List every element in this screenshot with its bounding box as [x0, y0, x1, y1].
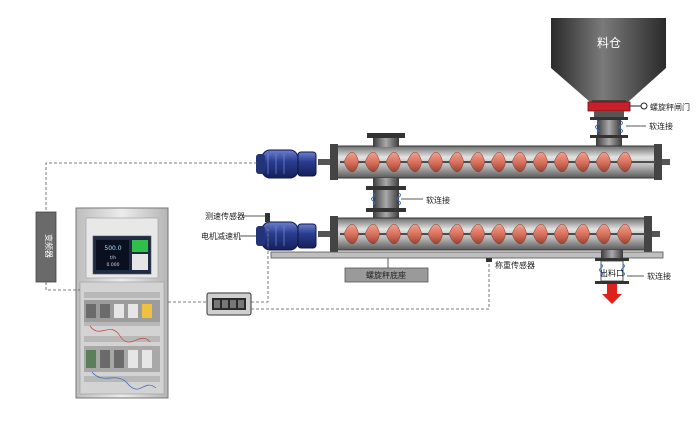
soft-connection-upper-label: 软连接	[649, 121, 673, 131]
panel-main-value: 500.0	[104, 245, 121, 252]
screw-flight	[343, 152, 359, 172]
hopper-label: 料仓	[597, 36, 621, 50]
soft-connection-middle	[366, 178, 406, 220]
discharge-arrow-icon	[602, 284, 622, 304]
screw-flight	[469, 224, 485, 244]
gate-valve-icon	[630, 102, 648, 110]
screw-flight	[511, 152, 527, 172]
screw-flight	[406, 224, 422, 244]
lower-screw-conveyor	[318, 216, 660, 252]
upper-screw-conveyor	[318, 144, 670, 180]
screw-flight	[385, 152, 401, 172]
gate-label: 螺旋秤闸门	[650, 102, 690, 112]
soft-connection-upper	[590, 117, 628, 146]
screw-flight	[616, 224, 632, 244]
hopper: 料仓	[551, 18, 666, 104]
screw-flight	[385, 224, 401, 244]
screw-flight	[427, 152, 443, 172]
screw-flight	[553, 224, 569, 244]
upper-motor	[256, 149, 317, 179]
screw-flight	[511, 224, 527, 244]
screw-flight	[574, 224, 590, 244]
soft-connection-middle-label: 软连接	[426, 195, 450, 205]
screw-flight	[448, 224, 464, 244]
junction-box	[206, 292, 252, 316]
panel-line2: 0.000	[107, 262, 120, 268]
motor-reducer	[256, 221, 317, 251]
screw-flight	[490, 224, 506, 244]
screw-flight	[595, 224, 611, 244]
screw-flight	[469, 152, 485, 172]
load-cell-label: 称重传感器	[495, 260, 535, 270]
control-cabinet: 500.0 t/h 0.000	[75, 207, 169, 399]
screw-flight	[364, 224, 380, 244]
screw-flight	[574, 152, 590, 172]
signal-wiring	[45, 162, 490, 310]
screw-flight	[343, 224, 359, 244]
inverter-label: 变频器	[44, 234, 54, 258]
load-cell	[486, 258, 492, 262]
outlet-label: 出料口	[600, 268, 624, 278]
speed-sensor-label: 测速传感器	[205, 211, 245, 221]
base-label: 螺旋秤底座	[366, 270, 406, 280]
screw-flight	[406, 152, 422, 172]
screw-flight	[553, 152, 569, 172]
screw-flight	[490, 152, 506, 172]
screw-flight	[595, 152, 611, 172]
scale-base-frame	[270, 251, 664, 283]
screw-flight	[364, 152, 380, 172]
screw-flight	[616, 152, 632, 172]
motor-reducer-label: 电机减速机	[201, 231, 241, 241]
screw-flight	[532, 152, 548, 172]
screw-flight	[448, 152, 464, 172]
soft-connection-outlet-label: 软连接	[647, 271, 671, 281]
screw-flight	[532, 224, 548, 244]
upper-inlet-pipe	[367, 133, 405, 147]
outlet-connection	[595, 250, 629, 284]
screw-scale-gate	[587, 101, 631, 117]
speed-sensor	[244, 213, 270, 222]
screw-flight	[427, 224, 443, 244]
panel-line1: t/h	[110, 255, 116, 261]
